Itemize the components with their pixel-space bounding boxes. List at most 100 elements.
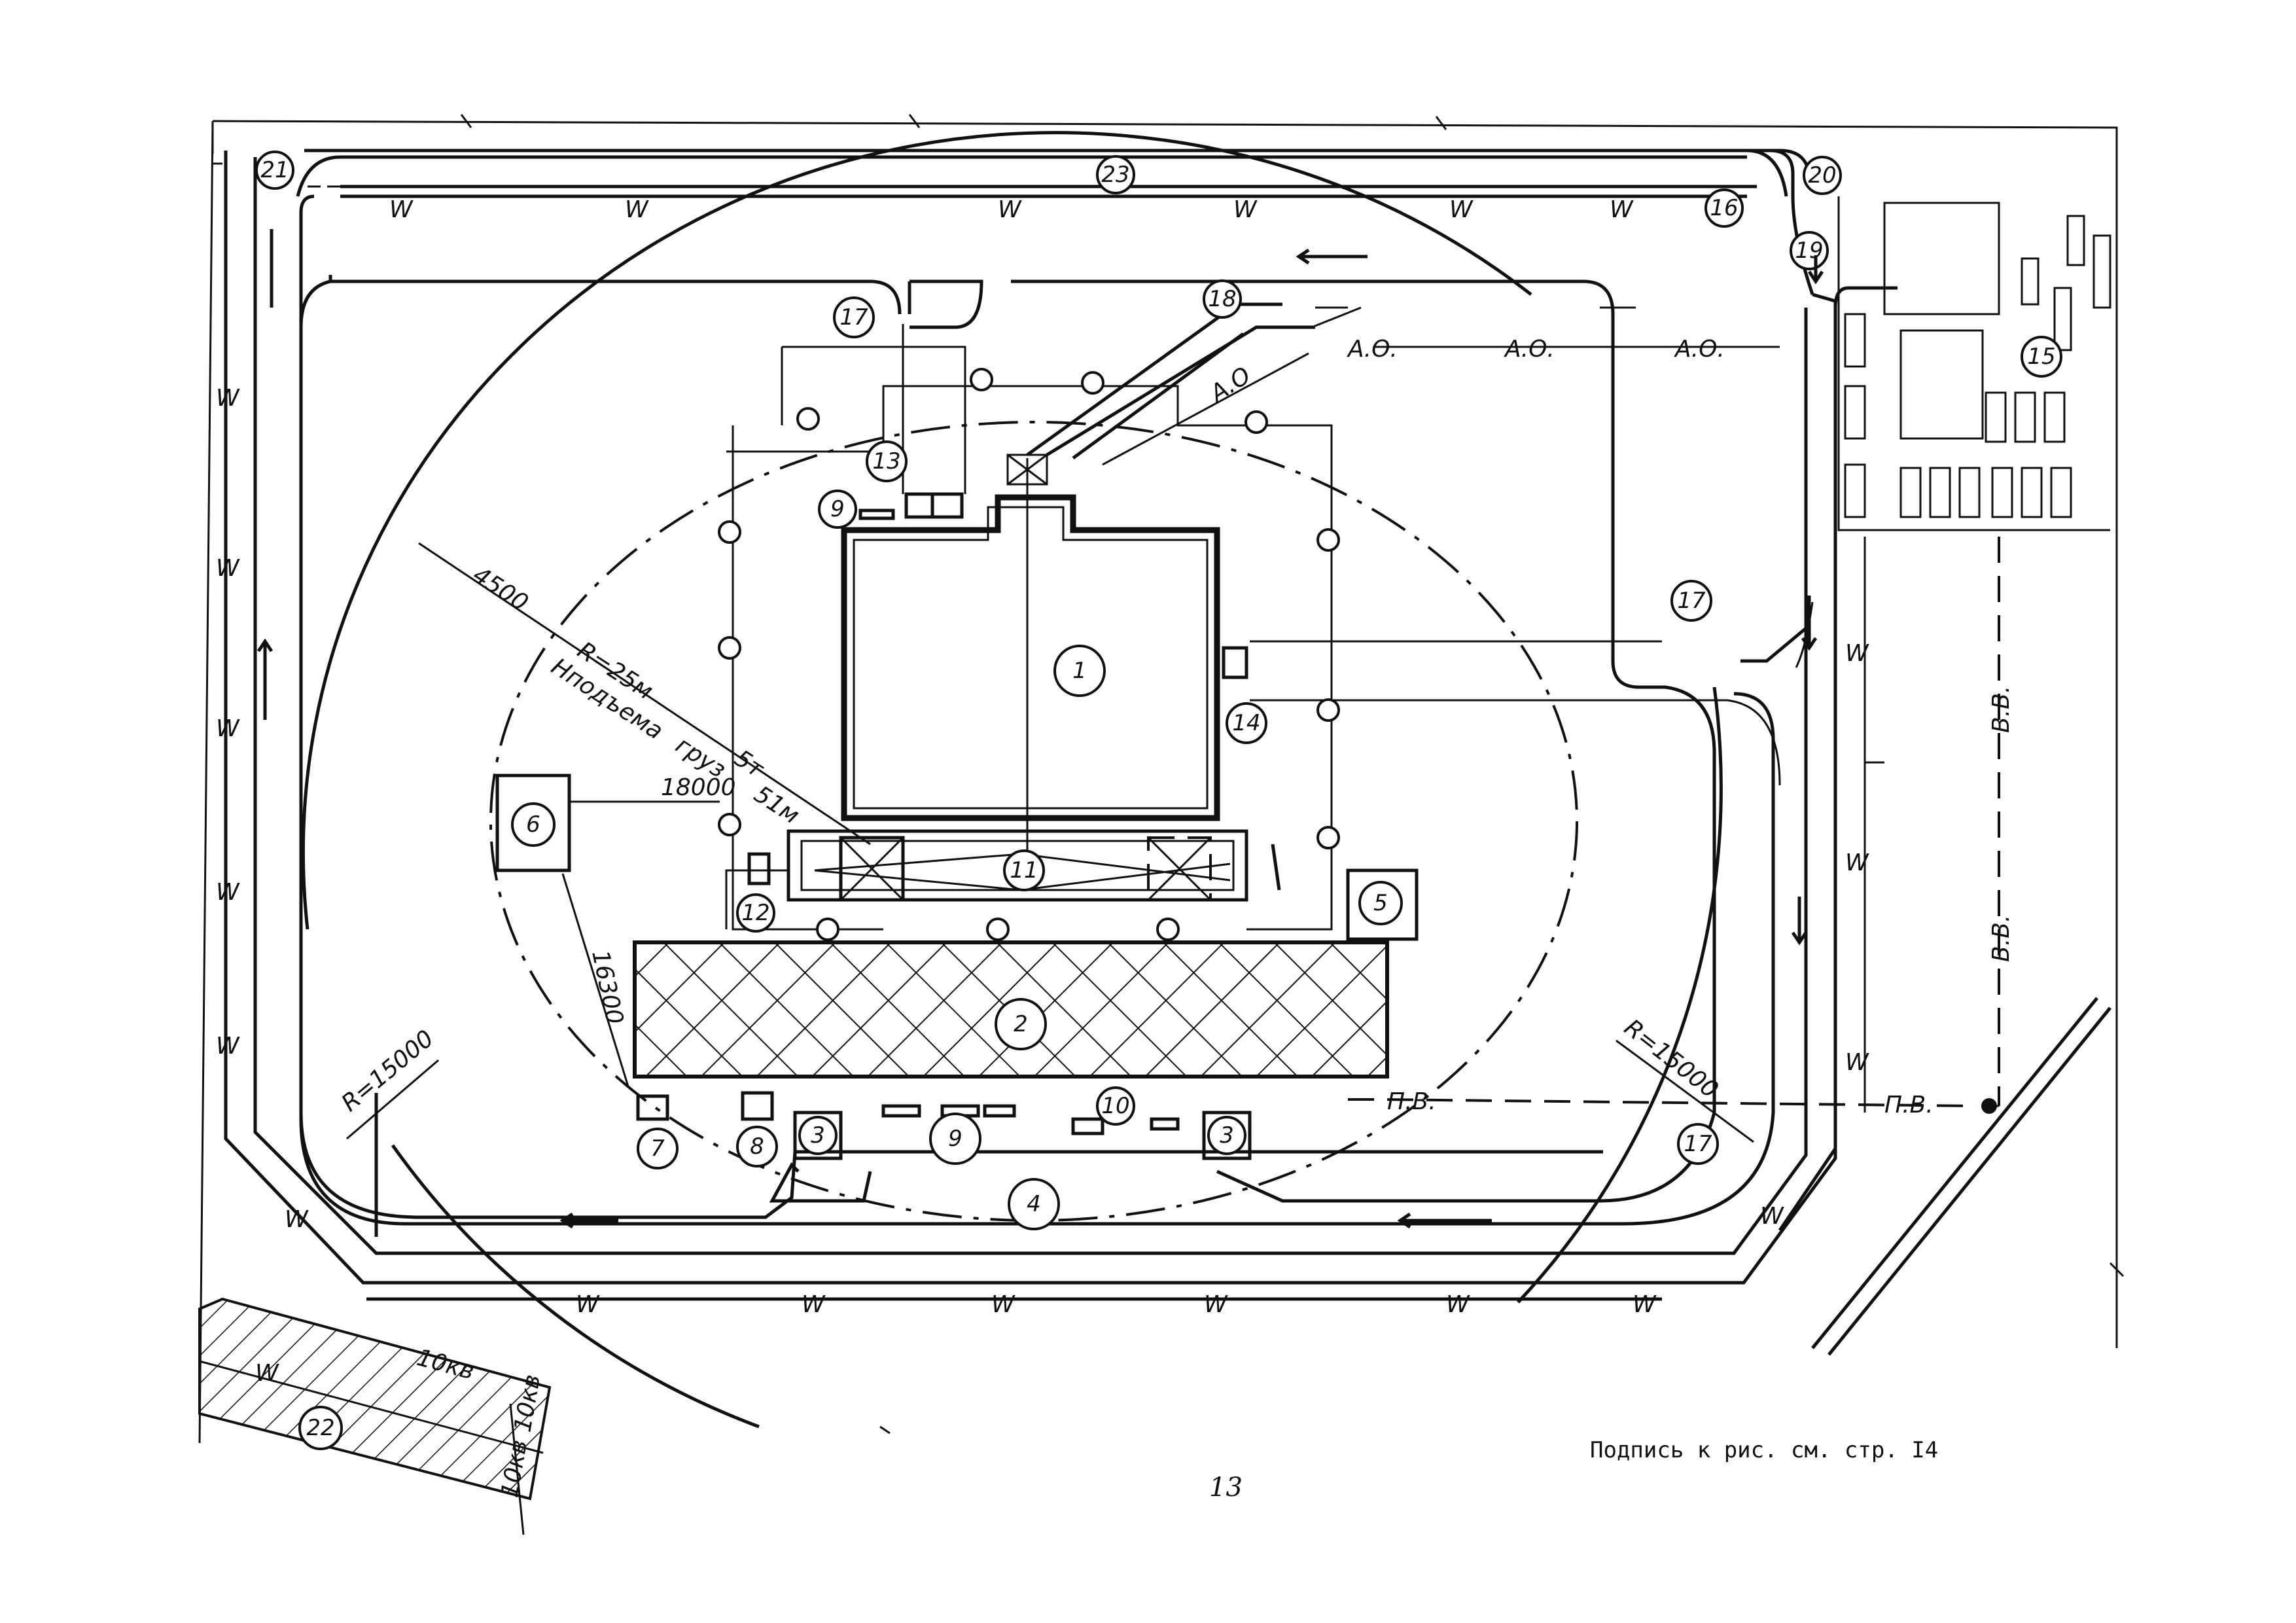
- svg-text:W: W: [998, 196, 1022, 223]
- outer-road: [224, 149, 1837, 1285]
- svg-text:14: 14: [1232, 710, 1260, 736]
- svg-text:W: W: [1233, 196, 1258, 223]
- markers: 1 2 3 3 4 5 6 7 8 9 9 10 11 12 13 14 15 …: [255, 151, 2062, 1450]
- svg-text:W: W: [216, 385, 240, 412]
- svg-text:W: W: [1610, 196, 1634, 223]
- direction-arrows: [256, 229, 1824, 1229]
- svg-text:В.В.: В.В.: [1988, 915, 2015, 962]
- marker-9b: 9: [929, 1113, 981, 1165]
- svg-text:15: 15: [2027, 344, 2055, 370]
- zone-22: [198, 1297, 552, 1535]
- svg-text:W: W: [1446, 1291, 1470, 1318]
- svg-text:А.О.: А.О.: [1347, 336, 1398, 363]
- svg-text:8: 8: [750, 1133, 764, 1160]
- marker-14: 14: [1226, 702, 1267, 744]
- main-building: [841, 454, 1220, 870]
- svg-text:П.В.: П.В.: [1884, 1092, 1934, 1118]
- marker-21: 21: [255, 151, 294, 190]
- svg-text:W: W: [625, 196, 649, 223]
- top-road: [296, 149, 1811, 198]
- svg-text:W: W: [216, 555, 240, 582]
- svg-text:А.О: А.О: [1205, 362, 1256, 408]
- marker-5: 5: [1358, 881, 1403, 925]
- site-boundary: [198, 114, 2125, 1444]
- marker-4: 4: [1008, 1178, 1060, 1230]
- railway: [1811, 997, 2111, 1356]
- svg-text:19: 19: [1795, 238, 1823, 264]
- svg-text:W: W: [1845, 849, 1869, 876]
- bottom-fence: [366, 1297, 1662, 1435]
- svg-text:1: 1: [1072, 658, 1087, 684]
- svg-text:W: W: [389, 196, 414, 223]
- marker-18: 18: [1203, 279, 1242, 319]
- building-15-area: [1837, 196, 2111, 531]
- svg-text:10: 10: [1101, 1093, 1129, 1119]
- marker-19: 19: [1790, 231, 1829, 270]
- dimension-lines: [346, 542, 1884, 1143]
- svg-text:А.О.: А.О.: [1674, 336, 1725, 363]
- marker-15: 15: [2021, 336, 2062, 378]
- svg-text:12: 12: [741, 900, 769, 926]
- svg-text:51м: 51м: [749, 781, 804, 829]
- marker-2: 2: [995, 998, 1047, 1050]
- marker-9a: 9: [818, 490, 857, 529]
- svg-text:18: 18: [1208, 286, 1236, 312]
- figure-caption: Подпись к рис. см. стр. I4: [1590, 1437, 1939, 1463]
- marker-17a: 17: [833, 296, 875, 338]
- svg-text:23: 23: [1101, 162, 1129, 188]
- svg-text:16: 16: [1710, 195, 1738, 221]
- marker-23: 23: [1096, 155, 1135, 194]
- svg-text:2: 2: [1014, 1011, 1028, 1037]
- crane-zones: [301, 131, 1723, 1429]
- marker-11: 11: [1003, 849, 1045, 891]
- svg-text:16300: 16300: [586, 948, 628, 1027]
- marker-6: 6: [511, 802, 556, 847]
- svg-text:П.В.: П.В.: [1387, 1088, 1436, 1115]
- marker-16: 16: [1704, 188, 1744, 228]
- marker-20: 20: [1803, 156, 1842, 195]
- marker-17b: 17: [1670, 580, 1712, 622]
- svg-text:9: 9: [830, 496, 845, 522]
- marker-3b: 3: [1207, 1116, 1246, 1155]
- svg-text:18000: 18000: [661, 774, 736, 801]
- svg-text:W: W: [1633, 1291, 1657, 1318]
- marker-8: 8: [736, 1126, 778, 1168]
- page-number: 13: [1209, 1472, 1243, 1503]
- marker-3a: 3: [798, 1116, 838, 1155]
- svg-text:W: W: [1845, 640, 1869, 667]
- svg-text:W: W: [1204, 1291, 1228, 1318]
- svg-text:4: 4: [1027, 1191, 1041, 1217]
- svg-text:W: W: [802, 1291, 826, 1318]
- svg-text:W: W: [991, 1291, 1016, 1318]
- svg-text:7: 7: [650, 1135, 665, 1162]
- svg-text:W: W: [216, 715, 240, 742]
- marker-7: 7: [637, 1128, 679, 1169]
- svg-text:W: W: [1449, 196, 1474, 223]
- marker-10: 10: [1096, 1086, 1135, 1126]
- svg-text:W: W: [216, 879, 240, 906]
- utility-labels: А.О. А.О. А.О. А.О П.В. П.В. В.В. В.В. 1…: [414, 336, 2015, 1500]
- svg-text:W: W: [255, 1360, 279, 1387]
- svg-text:20: 20: [1808, 162, 1836, 188]
- utility-markers: [718, 368, 1340, 941]
- svg-text:W: W: [1760, 1203, 1784, 1230]
- svg-text:22: 22: [306, 1415, 334, 1441]
- svg-text:13: 13: [872, 448, 900, 474]
- svg-text:В.В.: В.В.: [1988, 686, 2015, 733]
- svg-text:3: 3: [1220, 1122, 1234, 1149]
- svg-text:W: W: [1845, 1049, 1869, 1076]
- storage-area: [633, 940, 1389, 1079]
- svg-text:А.О.: А.О.: [1504, 336, 1555, 363]
- svg-text:21: 21: [260, 157, 289, 183]
- marker-22: 22: [298, 1406, 343, 1450]
- svg-text:17: 17: [1684, 1131, 1712, 1157]
- site-facilities: [495, 492, 1419, 1160]
- svg-text:17: 17: [839, 304, 868, 330]
- inner-road-loop: [299, 279, 1716, 1237]
- svg-text:11: 11: [1010, 857, 1038, 883]
- svg-text:5: 5: [1373, 890, 1388, 916]
- svg-text:W: W: [216, 1033, 240, 1060]
- marker-13: 13: [866, 440, 908, 482]
- svg-text:W: W: [576, 1291, 600, 1318]
